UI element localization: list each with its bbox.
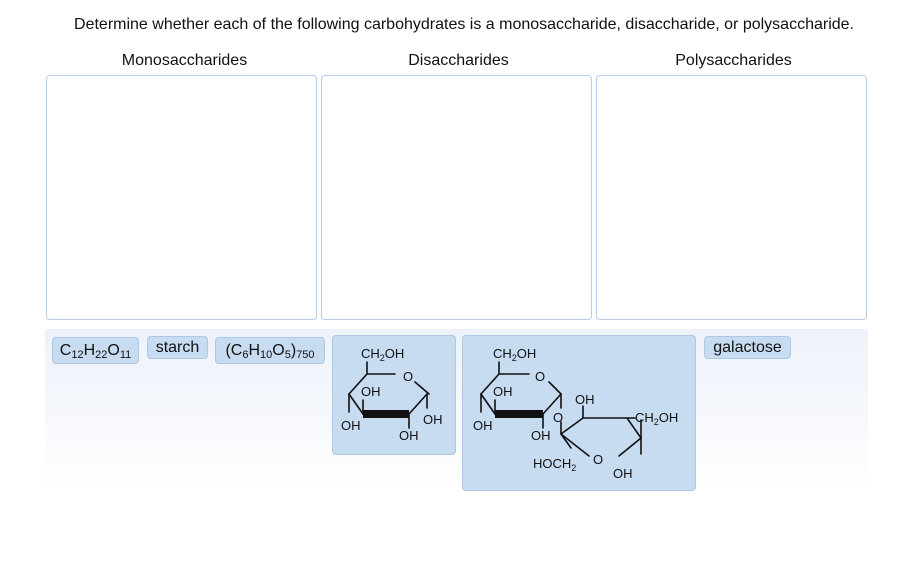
sucrose-oh-label: OH (493, 384, 513, 399)
sucrose-fructose-oh-label: OH (575, 392, 595, 407)
glucose-ch2oh-label: CH2OH (361, 346, 404, 363)
sucrose-oh-label: OH (473, 418, 493, 433)
tile-formula-text: C12H22O11 (59, 341, 132, 361)
bin-disaccharides[interactable] (321, 75, 592, 320)
tile-galactose-label: galactose (713, 338, 782, 356)
glucose-oh-label: OH (361, 384, 381, 399)
glucose-structure-drawing: CH2OH O OH OH OH OH (341, 346, 443, 443)
sucrose-bridge-o-label: O (553, 410, 563, 425)
sucrose-fructose-ch2oh-label: CH2OH (635, 410, 678, 427)
tile-c6h10o5-750[interactable]: (C6H10O5)750 (215, 337, 325, 364)
tile-sucrose-structure[interactable]: CH2OH O OH OH O OH OH CH2OH HOCH2 O OH (462, 335, 696, 491)
bin-monosaccharides[interactable] (46, 75, 317, 320)
bin-header-disaccharides: Disaccharides (408, 52, 509, 69)
bin-header-monosaccharides: Monosaccharides (121, 52, 248, 69)
tile-c12h22o11[interactable]: C12H22O11 (52, 337, 139, 364)
glucose-oh-label: OH (399, 428, 419, 443)
tile-glucose-structure[interactable]: CH2OH O OH OH OH OH (332, 335, 456, 455)
bin-header-polysaccharides: Polysaccharides (675, 52, 792, 69)
glucose-ring-o-label: O (403, 369, 413, 384)
tile-formula-text: (C6H10O5)750 (225, 341, 315, 361)
sucrose-ch2oh-label: CH2OH (493, 346, 536, 363)
instructions-text: Determine whether each of the following … (74, 16, 854, 33)
glucose-oh-label: OH (341, 418, 361, 433)
sucrose-hoch2-label: HOCH2 (533, 456, 576, 473)
sucrose-structure-drawing: CH2OH O OH OH O OH OH CH2OH HOCH2 O OH (473, 346, 678, 481)
sucrose-oh-label: OH (531, 428, 551, 443)
bin-polysaccharides[interactable] (596, 75, 867, 320)
tile-starch[interactable]: starch (147, 336, 208, 359)
glucose-oh-label: OH (423, 412, 443, 427)
tile-galactose[interactable]: galactose (704, 336, 791, 359)
sucrose-fructose-oh-label: OH (613, 466, 633, 481)
sucrose-ring-o-label: O (535, 369, 545, 384)
sucrose-fructose-ring-o-label: O (593, 452, 603, 467)
tile-starch-label: starch (155, 338, 200, 356)
